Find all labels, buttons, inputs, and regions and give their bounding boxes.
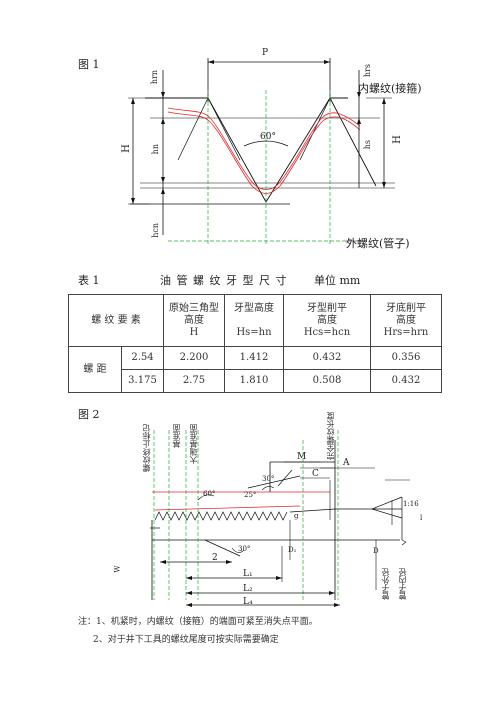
cell-hrs: 0.356 (370, 346, 442, 370)
row-label-pitch: 螺 距 (68, 346, 122, 393)
angle-60: 60° (260, 132, 276, 142)
dim-P: P (262, 48, 269, 58)
dim-g: g (294, 512, 299, 520)
angle-60: 60° (203, 490, 216, 498)
cell-pitch: 2.54 (121, 346, 164, 370)
note-1: 注：1、机紧时，内螺纹（接箍）的端面可紧至消失点平面。 (78, 617, 318, 627)
label-full-thread-length: 完全螺纹长度 (326, 412, 335, 460)
dim-D1: D₁ (288, 546, 297, 554)
label-outer-thread: 外螺纹(管子) (346, 237, 410, 250)
thread-profile-diagram (128, 58, 395, 245)
dim-C: C (312, 469, 319, 479)
cell-pitch: 3.175 (121, 369, 164, 393)
label-pipe-od: 管子外径 (381, 568, 390, 600)
dim-D: D (373, 547, 379, 555)
dim-A: A (343, 458, 350, 468)
dim-M: M (297, 452, 307, 462)
label-datum: 基准面 (172, 424, 181, 448)
label-thread-end: 螺纹终止标记 (142, 424, 151, 472)
cell-H: 2.75 (163, 369, 225, 393)
label-inner-thread: 内螺纹(接箍) (358, 82, 422, 95)
angle-30-top: 30° (262, 475, 275, 483)
dim-L2: L₂ (243, 584, 253, 594)
note-2: 2、对于井下工具的螺纹尾度可按实际需要确定 (93, 635, 279, 645)
table-row: 螺 距 2.54 2.200 1.412 0.432 0.356 (68, 346, 442, 393)
cell-hs: 1.810 (224, 369, 284, 393)
dim-W: W (113, 565, 122, 573)
fig1-caption: 图 1 (78, 58, 100, 71)
table1-unit: 单位 mm (314, 274, 361, 287)
dim-l: l (420, 514, 423, 522)
cell-hcs: 0.508 (283, 369, 371, 393)
label-large-end-datum: 大端基准面 (189, 424, 198, 464)
dim-2: 2 (212, 553, 218, 563)
table-row: 3.175 2.75 1.810 0.508 0.432 (69, 369, 442, 393)
label-pipe-id: 管子内径 (398, 568, 407, 600)
thread-joint-diagram (150, 430, 410, 607)
header-profile-height: 牙型高度 Hs=hn (224, 294, 284, 347)
dim-L4: L₄ (243, 597, 253, 607)
taper-ratio: 1:16 (403, 500, 419, 508)
dim-L1: L₁ (243, 569, 253, 579)
table1-name: 油 管 螺 纹 牙 型 尺 寸 (160, 274, 288, 287)
angle-30-bottom: 30° (238, 545, 251, 553)
fig2-caption: 图 2 (78, 408, 100, 421)
cell-hrs: 0.432 (370, 369, 442, 393)
angle-25: 25° (244, 491, 257, 499)
table1-title: 表 1 (78, 274, 100, 287)
